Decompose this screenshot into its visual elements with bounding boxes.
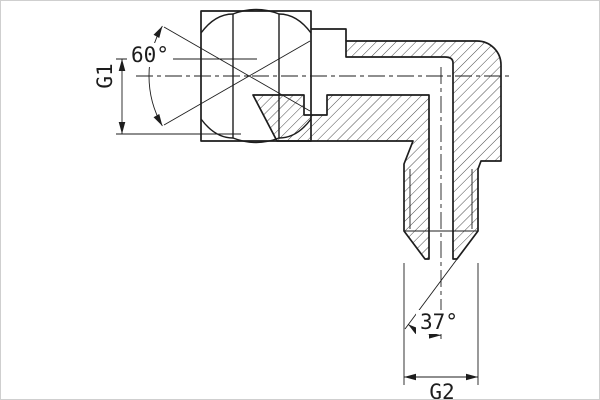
- swivel-nut: [200, 8, 312, 144]
- cone-angle-label-halo: [127, 43, 173, 67]
- g1-label: G1: [93, 63, 117, 88]
- cone-angle-arc: [148, 25, 163, 127]
- cone-angle-arrowhead-top: [153, 26, 163, 39]
- collar-outline: [311, 28, 347, 41]
- g2-arrowhead-left: [404, 373, 416, 381]
- g1-arrowhead-bottom: [118, 122, 126, 134]
- g1-arrowhead-top: [118, 59, 126, 71]
- flare-angle-label: 37°: [420, 310, 458, 334]
- cone-construction-line-1: [163, 26, 311, 112]
- cone-angle-arrowhead-bottom: [153, 113, 163, 126]
- nut-chamfer-arcs-top: [200, 8, 312, 34]
- elbow-body: [252, 28, 502, 260]
- nut-outline: [200, 10, 312, 142]
- dimension-flare-angle: 37°: [404, 238, 473, 339]
- g2-label: G2: [429, 380, 454, 400]
- thread-root-lines: [409, 169, 473, 229]
- centerlines: [136, 67, 513, 339]
- cone-construction-line-2: [163, 40, 311, 126]
- dimension-g2: G2: [403, 263, 479, 400]
- g2-arrowhead-right: [466, 373, 478, 381]
- body-section-upper: [345, 40, 502, 260]
- cone-angle-label: 60°: [131, 43, 169, 67]
- dimension-cone-angle: 60°: [127, 25, 311, 127]
- flare-angle-label-halo: [416, 310, 462, 334]
- nut-chamfer-arcs-bottom: [200, 118, 312, 144]
- body-section-lower: [252, 94, 430, 260]
